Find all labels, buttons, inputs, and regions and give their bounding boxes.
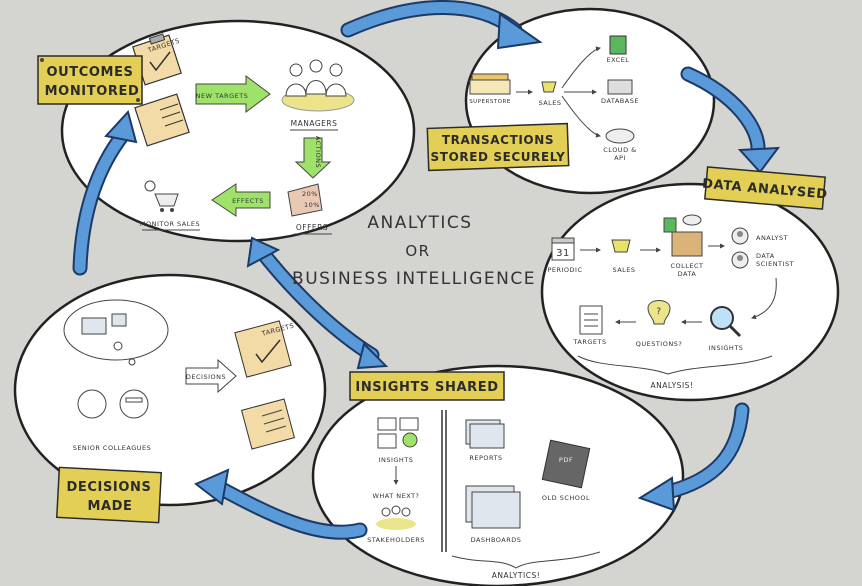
label-insights-shared-text: INSIGHTS SHARED	[355, 380, 498, 395]
label-insights-shared: INSIGHTS SHARED	[349, 371, 505, 401]
actions-arrow: ACTIONS	[294, 136, 332, 179]
what-next-label: WHAT NEXT?	[372, 492, 419, 500]
pdf-label: PDF	[559, 456, 573, 464]
center-title-line-2: OR	[405, 242, 430, 260]
decisions-arrow-label: DECISIONS	[186, 373, 226, 381]
database-label: DATABASE	[601, 97, 639, 105]
box-icon: COLLECT DATA	[663, 214, 703, 278]
cloud-label-2: API	[614, 154, 626, 162]
offer-value-2: 10%	[304, 201, 320, 209]
cycle-arrow-double-center	[246, 236, 389, 370]
transactions-sales-label: SALES	[538, 99, 561, 107]
decisions-notepad-icon	[240, 398, 296, 450]
label-transactions-line-1: TRANSACTIONS	[442, 133, 554, 147]
insights-shared-insights-label: INSIGHTS	[379, 456, 414, 464]
cycle-arrow-insights-to-decisions	[194, 468, 368, 540]
data-analysed-content: 31 PERIODIC SALES COLLECT DATA ANALYST D…	[547, 214, 794, 390]
label-data-analysed: DATA ANALYSED	[702, 166, 828, 210]
superstore-label: SUPERSTORE	[469, 99, 511, 105]
dashboards-label: DASHBOARDS	[471, 536, 522, 544]
notepad-icon	[134, 93, 190, 147]
decisions-content: DECISIONS SENIOR COLLEAGUES TARGETS	[63, 299, 296, 452]
stakeholders-icon: STAKEHOLDERS	[367, 505, 425, 544]
calendar-day: 31	[556, 248, 570, 259]
superstore-icon: SUPERSTORE	[469, 73, 511, 105]
offer-value-1: 20%	[302, 190, 318, 198]
outcomes-content: TARGETS NEW TARGETS MANAGERS	[131, 33, 355, 235]
new-targets-arrow: NEW TARGETS	[195, 75, 271, 113]
new-targets-label: NEW TARGETS	[196, 92, 249, 100]
thought-cloud-icon	[63, 299, 169, 366]
reports-icon: REPORTS	[465, 419, 505, 462]
cycle-arrow-transactions-to-data	[680, 66, 781, 174]
transactions-content: SUPERSTORE SALES EXCEL DATABASE CLOUD & …	[469, 35, 639, 162]
clipboard-icon: TARGETS	[131, 33, 183, 86]
dashboards-icon: DASHBOARDS	[465, 485, 522, 544]
sales-cart-icon: SALES	[538, 81, 561, 107]
data-scientist-label-2: SCIENTIST	[756, 260, 794, 268]
effects-arrow: EFFECTS	[211, 183, 271, 217]
cycle-arrow-data-to-insights	[637, 402, 750, 512]
old-school-book-icon: PDF OLD SCHOOL	[541, 439, 591, 502]
reports-label: REPORTS	[469, 454, 502, 462]
svg-text:?: ?	[656, 307, 661, 317]
excel-label: EXCEL	[607, 56, 630, 64]
old-school-label: OLD SCHOOL	[542, 494, 590, 502]
collect-label-2: DATA	[678, 270, 697, 278]
insights-label: INSIGHTS	[709, 344, 744, 352]
cycle-arrow-decisions-to-outcomes	[72, 109, 138, 276]
label-transactions-line-2: STORED SECURELY	[431, 150, 566, 164]
managers-icon: MANAGERS	[281, 59, 355, 131]
collect-label-1: COLLECT	[670, 262, 703, 270]
stakeholders-label: STAKEHOLDERS	[367, 536, 425, 544]
periodic-label: PERIODIC	[547, 266, 582, 274]
bubble-data-analysed	[540, 182, 840, 402]
effects-label: EFFECTS	[232, 197, 264, 205]
analyst-icon: ANALYST	[731, 227, 788, 245]
center-title-line-3: BUSINESS INTELLIGENCE	[292, 269, 536, 289]
data-scientist-label-1: DATA	[756, 252, 775, 260]
cloud-label-1: CLOUD &	[603, 146, 636, 154]
actions-label: ACTIONS	[314, 136, 322, 168]
label-outcomes-line-2: MONITORED	[45, 84, 140, 99]
senior-colleagues-label: SENIOR COLLEAGUES	[73, 444, 152, 452]
insight-charts-icon: INSIGHTS	[377, 417, 419, 464]
targets-doc-icon: TARGETS	[572, 305, 606, 346]
offers-icon: 20% 10% OFFERS	[287, 183, 332, 235]
lightbulb-icon: ? QUESTIONS?	[636, 300, 683, 348]
offers-label: OFFERS	[296, 223, 328, 232]
cart-icon: MONITOR SALES	[140, 180, 200, 231]
label-outcomes-line-1: OUTCOMES	[46, 65, 133, 80]
targets-label: TARGETS	[572, 338, 606, 346]
cloud-icon: CLOUD & API	[603, 128, 636, 162]
questions-label: QUESTIONS?	[636, 340, 683, 348]
data-scientist-icon: DATA SCIENTIST	[731, 251, 794, 269]
label-outcomes-monitored: OUTCOMES MONITORED	[37, 55, 143, 105]
excel-icon: EXCEL	[607, 35, 630, 64]
calendar-icon: 31 PERIODIC	[547, 237, 582, 274]
label-decisions-line-2: MADE	[87, 499, 132, 514]
managers-label: MANAGERS	[291, 119, 338, 128]
analyst-label: ANALYST	[756, 234, 788, 242]
senior-colleagues-icon: SENIOR COLLEAGUES	[73, 389, 152, 452]
center-title: ANALYTICS OR BUSINESS INTELLIGENCE	[292, 213, 536, 289]
insights-content: INSIGHTS WHAT NEXT? STAKEHOLDERS REPORTS…	[367, 410, 601, 580]
monitor-sales-label: MONITOR SALES	[140, 220, 200, 228]
cycle-arrow-outcomes-to-transactions	[340, 0, 543, 50]
analysis-label: ANALYSIS!	[651, 381, 694, 390]
decisions-arrow: DECISIONS	[185, 358, 237, 394]
magnifier-icon: INSIGHTS	[709, 306, 744, 352]
analytics-label: ANALYTICS!	[492, 571, 540, 580]
data-sales-label: SALES	[612, 266, 635, 274]
label-decisions-made: DECISIONS MADE	[55, 466, 163, 524]
data-sales-cart-icon: SALES	[611, 239, 635, 274]
label-decisions-line-1: DECISIONS	[67, 480, 152, 495]
database-icon: DATABASE	[601, 79, 639, 105]
decisions-clipboard-icon: TARGETS	[234, 320, 295, 378]
center-title-line-1: ANALYTICS	[367, 213, 472, 233]
label-transactions: TRANSACTIONS STORED SECURELY	[426, 122, 570, 172]
